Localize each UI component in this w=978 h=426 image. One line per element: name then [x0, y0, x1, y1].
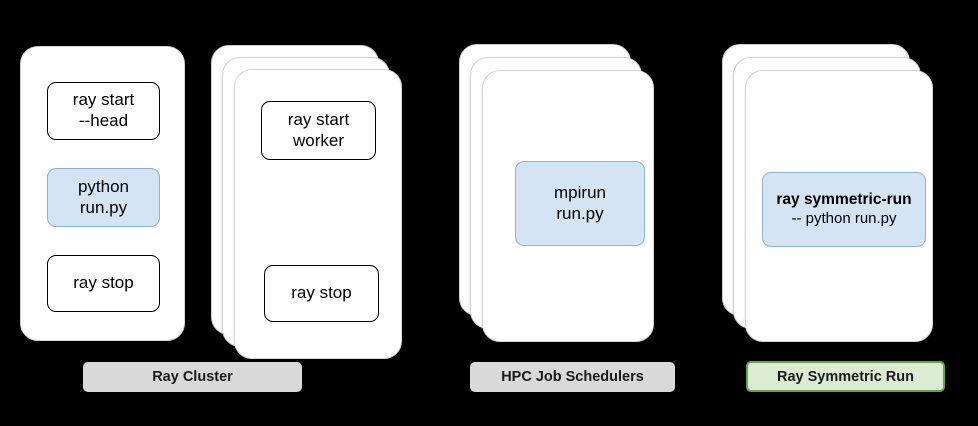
- cmd-line-1: ray stop: [291, 283, 352, 303]
- group-label-text: HPC Job Schedulers: [501, 369, 644, 385]
- cmd-line-1: ray start: [287, 109, 350, 129]
- cmd-line-2: run.py: [556, 203, 604, 223]
- cmd-box-mpirun-run-py[interactable]: mpirun run.py: [515, 161, 645, 246]
- cmd-line-1: ray symmetric-run: [776, 190, 912, 208]
- cmd-box-ray-stop-worker[interactable]: ray stop: [264, 265, 379, 322]
- cmd-line-1: python: [77, 176, 130, 196]
- cmd-line-1: mpirun: [554, 182, 606, 202]
- cmd-box-ray-symmetric-run[interactable]: ray symmetric-run -- python run.py: [762, 172, 926, 247]
- group-label-ray-symmetric-run: Ray Symmetric Run: [746, 361, 945, 392]
- group-label-hpc-job-schedulers: HPC Job Schedulers: [470, 362, 675, 392]
- cmd-line-2: run.py: [79, 197, 128, 217]
- group-label-text: Ray Symmetric Run: [777, 368, 914, 385]
- group-label-ray-cluster: Ray Cluster: [83, 362, 302, 392]
- cmd-box-ray-start-head[interactable]: ray start --head: [47, 82, 160, 140]
- cmd-box-python-run-py[interactable]: python run.py: [47, 168, 160, 227]
- cmd-line-2: worker: [292, 130, 344, 150]
- cmd-box-ray-start-worker[interactable]: ray start worker: [261, 101, 376, 160]
- cmd-box-ray-stop-head[interactable]: ray stop: [47, 255, 160, 312]
- group-label-text: Ray Cluster: [152, 369, 233, 385]
- cmd-line-2: -- python run.py: [791, 209, 897, 227]
- cmd-line-1: ray stop: [73, 273, 134, 293]
- cmd-line-2: --head: [78, 111, 129, 130]
- cmd-line-1: ray start: [72, 90, 135, 110]
